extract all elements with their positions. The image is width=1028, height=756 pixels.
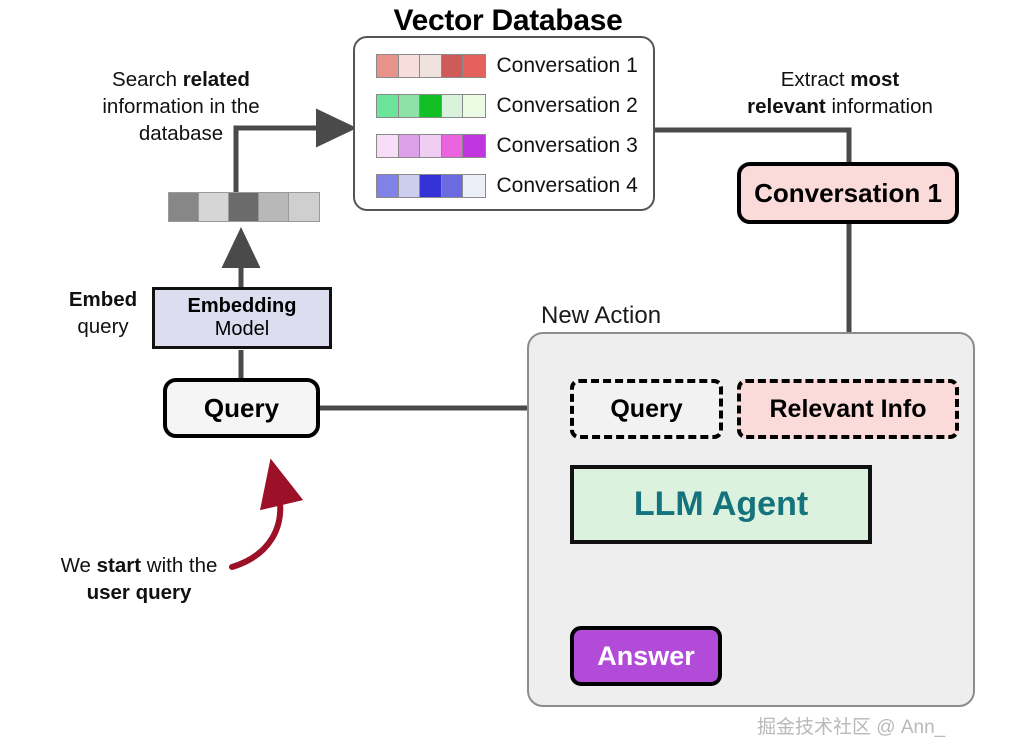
llm-agent-box: LLM Agent	[570, 465, 872, 544]
vector-db-row: Conversation 3	[376, 134, 638, 158]
swatch	[463, 135, 485, 157]
swatch	[463, 55, 485, 77]
connector-database-to-conversation	[655, 127, 852, 162]
embedding-model-title: Embedding	[187, 295, 297, 317]
swatch	[420, 175, 442, 197]
note-text: We	[60, 554, 97, 577]
note-text: with the	[141, 554, 218, 577]
embedding-swatches	[376, 134, 486, 158]
conversation-label: Conversation 1	[496, 54, 638, 77]
swatch	[169, 193, 199, 221]
swatch	[420, 55, 442, 77]
swatch	[441, 135, 463, 157]
note-text: information	[825, 95, 933, 118]
swatch	[398, 175, 420, 197]
note-text-bold: most	[850, 68, 900, 91]
vector-db-row: Conversation 2	[376, 94, 638, 118]
swatch	[398, 135, 420, 157]
note-text: database	[138, 122, 224, 145]
note-text-bold: user query	[86, 581, 192, 604]
conversation-label: Conversation 2	[496, 94, 638, 117]
note-text: Extract	[780, 68, 851, 91]
note-text: query	[77, 315, 129, 338]
note-text: information in the	[102, 95, 260, 118]
note-text-bold: Embed	[68, 288, 138, 311]
embedding-swatches	[376, 94, 486, 118]
note-embed-query: Embed query	[48, 286, 158, 340]
new-action-label: New Action	[541, 302, 662, 329]
swatch	[259, 193, 289, 221]
swatch	[441, 95, 463, 117]
query-box: Query	[163, 378, 320, 438]
swatch	[377, 175, 399, 197]
note-start-user-query: We start with the user query	[34, 552, 244, 606]
page-title: Vector Database	[393, 4, 623, 37]
note-text: Search	[112, 68, 183, 91]
swatch	[377, 95, 399, 117]
vector-database-panel: Conversation 1 Conversation 2 Conversati…	[353, 36, 655, 211]
swatch	[441, 55, 463, 77]
conversation-label: Conversation 4	[496, 174, 638, 197]
swatch	[398, 95, 420, 117]
swatch	[229, 193, 259, 221]
swatch	[420, 135, 442, 157]
embedding-swatches	[376, 54, 486, 78]
query-embedding-vector	[168, 192, 320, 222]
swatch	[441, 175, 463, 197]
vector-db-row: Conversation 1	[376, 54, 638, 78]
note-search-database: Search related information in the databa…	[56, 66, 306, 147]
swatch	[289, 193, 319, 221]
vector-db-row: Conversation 4	[376, 174, 638, 198]
embedding-swatches	[376, 174, 486, 198]
answer-box: Answer	[570, 626, 722, 686]
conversation-result-box: Conversation 1	[737, 162, 959, 224]
conversation-label: Conversation 3	[496, 134, 638, 157]
relevant-info-box: Relevant Info	[737, 379, 959, 439]
swatch	[420, 95, 442, 117]
embedding-model-box: Embedding Model	[152, 287, 332, 349]
swatch	[377, 55, 399, 77]
note-text-bold: relevant	[747, 95, 826, 118]
swatch	[377, 135, 399, 157]
new-action-query-box: Query	[570, 379, 723, 439]
swatch	[463, 95, 485, 117]
swatch	[398, 55, 420, 77]
swatch	[463, 175, 485, 197]
swatch	[199, 193, 229, 221]
note-extract-relevant: Extract most relevant information	[700, 66, 980, 120]
note-text-bold: related	[182, 68, 250, 91]
embedding-model-subtitle: Model	[214, 318, 270, 340]
watermark: 掘金技术社区 @ Ann_	[757, 717, 946, 738]
note-text-bold: start	[96, 554, 142, 577]
